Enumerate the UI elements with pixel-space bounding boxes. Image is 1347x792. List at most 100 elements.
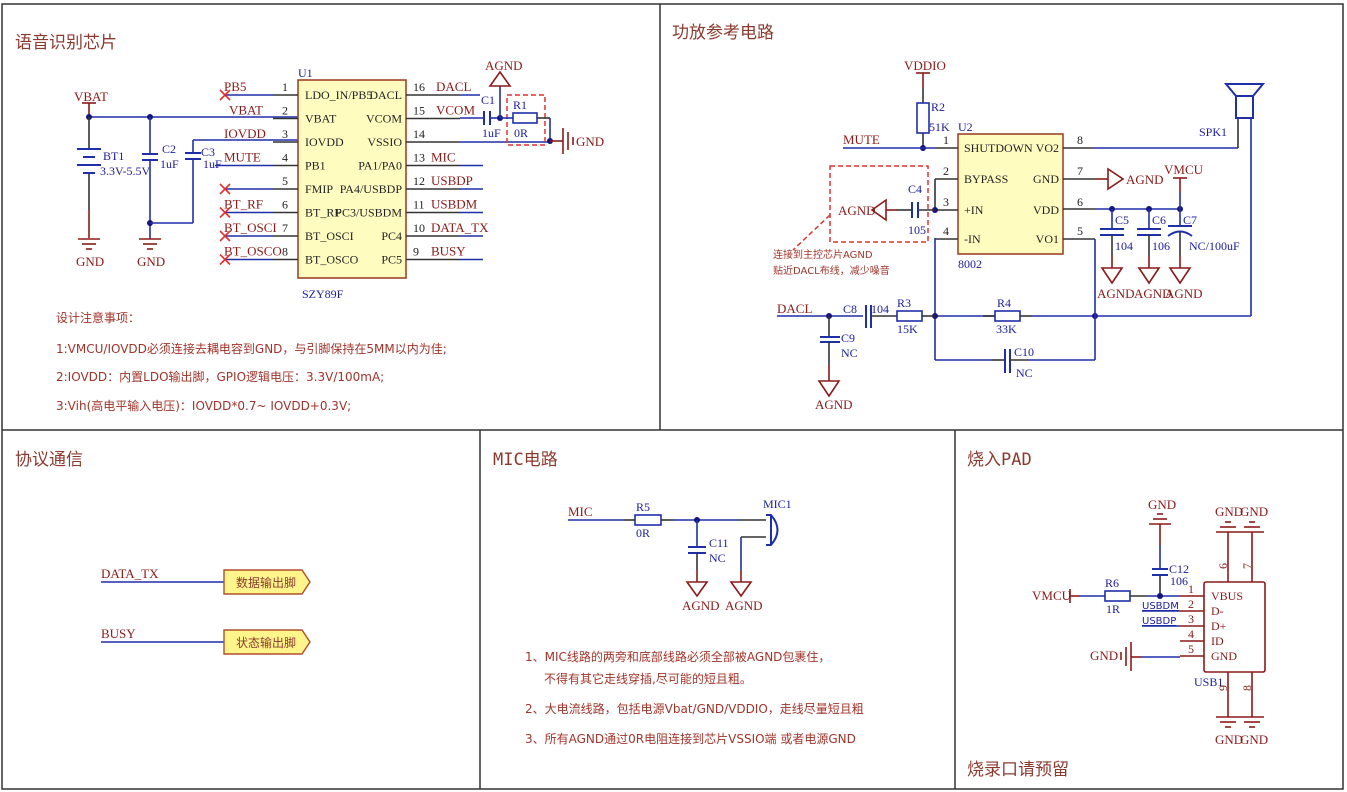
net-label: VCOM <box>436 103 475 118</box>
c7-value: NC/100uF <box>1189 239 1240 253</box>
agnd-label: AGND <box>725 598 763 613</box>
no-connect-icon <box>219 206 231 219</box>
microphone-mic1: MIC1 <box>763 497 792 546</box>
r1-ref: R1 <box>513 98 527 112</box>
mute-net-label: MUTE <box>843 132 880 147</box>
annotation-line: 贴近DACL布线，减少噪音 <box>773 264 890 277</box>
pin-number: 15 <box>413 104 425 118</box>
pin-number: 12 <box>413 174 425 188</box>
net-label: VBAT <box>229 103 263 118</box>
vmcu-power-symbol: VMCU <box>1032 588 1080 603</box>
pin-number: 6 <box>1216 563 1230 569</box>
gnd-symbols-bottom: GND GND <box>1215 716 1268 747</box>
usbdp-net-label: USBDP <box>1142 616 1176 627</box>
r6-ref: R6 <box>1105 576 1119 590</box>
pin-number: 10 <box>413 221 425 235</box>
u2-pin: 3 +IN <box>935 195 984 217</box>
capacitor-c6: C6 106 AGND <box>1134 209 1172 301</box>
vbat-label: VBAT <box>74 89 108 104</box>
pin-number: 5 <box>1188 642 1194 656</box>
c3-value: 1uF <box>203 157 222 171</box>
c7-ref: C7 <box>1183 213 1197 227</box>
gnd-symbol: GND <box>1090 642 1180 671</box>
c4-ref: C4 <box>908 182 922 196</box>
net-label: BT_OSCI <box>224 220 277 235</box>
pin-name: FMIP <box>305 182 333 196</box>
pin-number: 7 <box>1077 164 1083 178</box>
pin-number: 1 <box>943 133 949 147</box>
design-note: 3:Vih(高电平输入电压)：IOVDD*0.7~ IOVDD+0.3V; <box>56 398 351 413</box>
u2-ref: U2 <box>958 120 973 134</box>
pin-number: 8 <box>282 245 288 259</box>
agnd-label: AGND <box>1097 286 1135 301</box>
agnd-symbol: AGND <box>485 58 523 118</box>
pin-name: VBAT <box>305 112 337 126</box>
design-note: 1:VMCU/IOVDD必须连接去耦电容到GND，与引脚保持在5MM以内为佳; <box>56 341 447 356</box>
port-label: 状态输出脚 <box>236 635 296 650</box>
resistor-r5: R5 0R <box>624 500 673 540</box>
pin-number: 6 <box>282 198 288 212</box>
net-label: DATA_TX <box>431 220 489 235</box>
pin-name: +IN <box>964 203 984 217</box>
pin-name: VDD <box>1033 203 1059 217</box>
vmcu-label: VMCU <box>1164 162 1204 177</box>
pin-number: 3 <box>943 195 949 209</box>
pin-number: 7 <box>282 221 288 235</box>
pin-number: 1 <box>282 80 288 94</box>
capacitor-c9: C9 NC <box>820 316 858 381</box>
r2-ref: R2 <box>931 100 945 114</box>
agnd-label: AGND <box>838 203 876 218</box>
pin-name: BT_OSCI <box>305 229 354 243</box>
chip-u2: U2 8002 <box>957 120 1064 271</box>
c2-ref: C2 <box>162 142 176 156</box>
section-title-voice-chip: 语音识别芯片 <box>15 33 117 53</box>
gnd-symbol: GND <box>76 238 104 269</box>
pin-number: 4 <box>1188 627 1194 641</box>
section-mic: MIC电路 MIC R5 0R C11 NC AGND MIC1 <box>493 450 864 746</box>
net-label: BUSY <box>431 244 466 259</box>
pin-number: 6 <box>1077 195 1083 209</box>
sheet-frames <box>1 3 1344 790</box>
pin-number: 14 <box>413 127 425 141</box>
r5-ref: R5 <box>636 500 650 514</box>
c12-value: 106 <box>1170 574 1188 588</box>
pin-number: 4 <box>282 151 288 165</box>
vmcu-power-symbol: VMCU <box>1164 162 1204 209</box>
pin-number: 7 <box>1240 563 1254 569</box>
pin-name: PC4 <box>381 229 402 243</box>
c12-ref: C12 <box>1169 562 1189 576</box>
no-connect-icon <box>219 89 231 101</box>
c1-value: 1uF <box>482 126 501 140</box>
mic-note: 1、MIC线路的两旁和底部线路必须全部被AGND包裹住， <box>525 649 830 664</box>
agnd-symbol: AGND <box>838 198 887 222</box>
capacitor-c1: C1 1uF <box>460 93 501 140</box>
pin-name: VSSIO <box>367 135 402 149</box>
bt1-ref: BT1 <box>103 149 124 163</box>
mic-note: 不得有其它走线穿插,尽可能的短且粗。 <box>544 671 752 686</box>
pin-number: 16 <box>413 80 425 94</box>
gnd-label: GND <box>76 254 104 269</box>
pin-number: 11 <box>413 198 425 212</box>
pin-number: 5 <box>1077 224 1083 238</box>
pin-number: 5 <box>282 174 288 188</box>
pin-number: 4 <box>943 224 949 238</box>
gnd-label: GND <box>1215 732 1243 747</box>
capacitor-c8: C8 104 <box>843 302 897 328</box>
pin-name: ID <box>1211 634 1224 648</box>
